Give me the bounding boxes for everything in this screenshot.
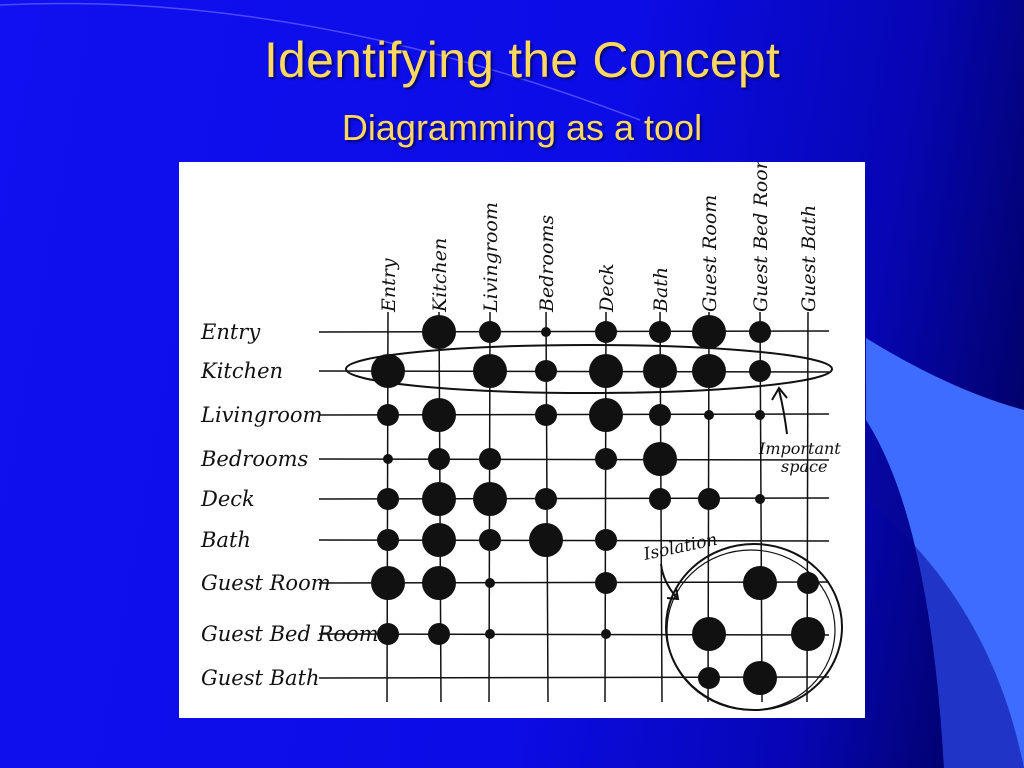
column-labels: Entry Kitchen Livingroom Bedrooms Deck Bath Gu… [378,162,820,313]
row-label: Guest Bed Room [201,622,379,646]
adjacency-dot [692,315,726,349]
row-label: Bedrooms [200,447,309,471]
adjacency-dot [595,529,617,551]
background-swoosh-line [0,2,641,121]
row-label: Kitchen [200,359,283,383]
column-label: Bedrooms [536,215,558,313]
row-line [318,539,830,542]
adjacency-dot [704,410,714,420]
adjacency-dot [529,523,563,557]
adjacency-dot [595,448,617,470]
column-label: Guest Bath [798,205,820,312]
row-line [318,458,830,461]
isolation-circle-inner [666,549,836,711]
isolation-arrow [660,563,680,601]
adjacency-dot [422,398,456,432]
adjacency-dot [749,360,771,382]
adjacency-dot [479,321,501,343]
adjacency-dot [749,321,771,343]
adjacency-dot [692,354,726,388]
row-line [318,330,830,333]
row-line [318,413,830,416]
adjacency-dot [649,488,671,510]
adjacency-dot [422,523,456,557]
adjacency-dot [428,623,450,645]
adjacency-dot [377,404,399,426]
important-space-arrow [771,386,788,435]
adjacency-dot [479,448,501,470]
adjacency-dot [485,578,495,588]
row-label: Guest Bath [201,666,320,690]
column-label: Guest Room [699,195,721,312]
adjacency-dot [383,454,393,464]
adjacency-dot [755,494,765,504]
adjacency-dot [371,566,405,600]
adjacency-dot [649,321,671,343]
column-label: Kitchen [429,238,451,313]
adjacency-dots [371,315,825,695]
adjacency-dot [541,327,551,337]
adjacency-dot [589,398,623,432]
adjacency-dot [649,404,671,426]
row-line [318,497,830,500]
slide-subtitle: Diagramming as a tool [341,107,703,148]
important-space-ellipse [345,344,833,394]
background-dark-band [866,420,1024,768]
adjacency-dot [377,529,399,551]
adjacency-dot [692,617,726,651]
row-label: Deck [200,487,255,511]
row-label: Livingroom [200,403,322,427]
adjacency-dot [422,566,456,600]
adjacency-dot [377,488,399,510]
row-labels: EntryKitchenLivingroomBedroomsDeckBathGu… [200,320,379,690]
row-label: Bath [200,528,251,552]
adjacency-dot [371,354,405,388]
row-line [318,633,830,636]
adjacency-dot [643,442,677,476]
adjacency-dot [422,315,456,349]
column-label: Entry [378,258,400,313]
column-label: Deck [596,263,618,313]
adjacency-dot [791,617,825,651]
adjacency-dot [535,488,557,510]
slide-title: Identifying the Concept [263,32,781,88]
row-label: Guest Room [201,571,331,595]
adjacency-dot [535,360,557,382]
adjacency-dot [535,404,557,426]
adjacency-dot [743,566,777,600]
isolation-label: Isolation [641,530,719,565]
adjacency-dot [485,629,495,639]
adjacency-dot [595,572,617,594]
row-label: Entry [200,320,261,344]
column-label: Bath [650,267,672,313]
adjacency-dot [743,661,777,695]
adjacency-dot [643,354,677,388]
adjacency-dot [377,623,399,645]
adjacency-matrix-sketch: EntryKitchenLivingroomBedroomsDeckBathGu… [200,162,843,711]
adjacency-dot [428,448,450,470]
adjacency-dot [755,410,765,420]
column-label: Guest Bed Rooms [750,162,772,312]
adjacency-dot [422,482,456,516]
adjacency-dot [473,482,507,516]
adjacency-dot [589,354,623,388]
adjacency-dot [797,572,819,594]
column-label: Livingroom [480,202,502,313]
adjacency-dot [595,321,617,343]
adjacency-dot [601,629,611,639]
adjacency-dot [473,354,507,388]
adjacency-dot [698,488,720,510]
adjacency-dot [698,667,720,689]
adjacency-dot [479,529,501,551]
